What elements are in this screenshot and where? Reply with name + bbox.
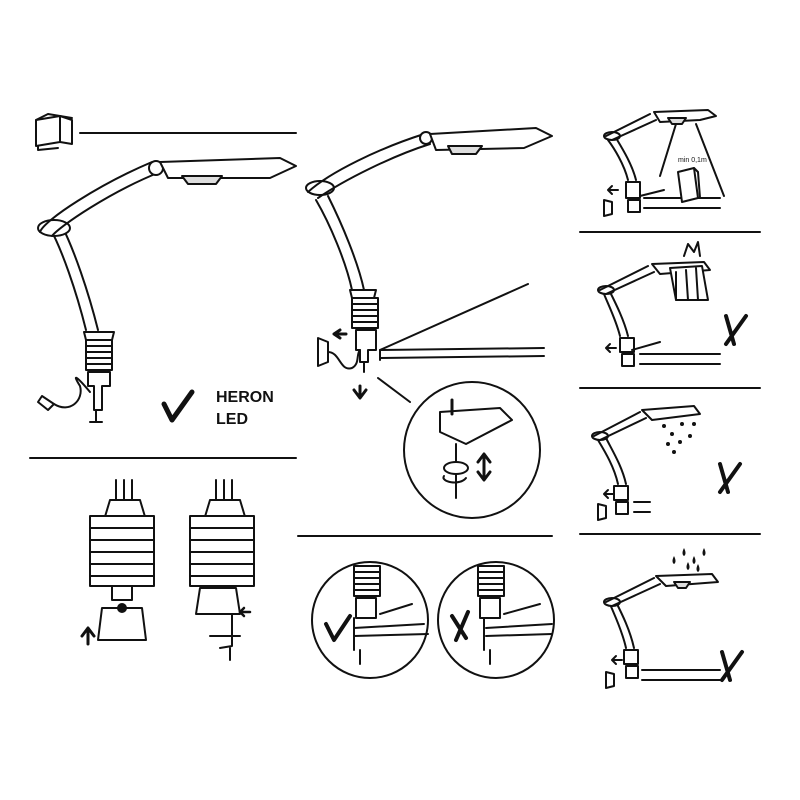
min-distance-label: min 0,1m: [678, 157, 707, 164]
clamp-correct-illustration: [311, 561, 429, 679]
cross-mark-icon: [724, 314, 748, 346]
no-water-illustration: [603, 548, 744, 689]
box-icon: [35, 113, 73, 151]
product-name-line1: HERON: [216, 389, 274, 406]
lamp-mounting-illustration: [305, 127, 553, 519]
clamp-incorrect-illustration: [437, 561, 555, 679]
lamp-main-illustration: [37, 157, 297, 423]
cross-mark-icon: [720, 650, 744, 682]
no-fabric-cover-illustration: [597, 241, 748, 367]
no-dust-illustration: [591, 405, 742, 521]
min-distance-illustration: min 0,1m: [603, 109, 725, 217]
check-mark-icon: [324, 614, 352, 642]
product-name-line2: LED: [216, 411, 248, 428]
cross-mark-icon: [450, 610, 470, 642]
base-assembly-right: [189, 479, 255, 661]
base-assembly-left: [80, 479, 155, 646]
check-mark-icon: [161, 389, 195, 423]
cross-mark-icon: [718, 462, 742, 494]
